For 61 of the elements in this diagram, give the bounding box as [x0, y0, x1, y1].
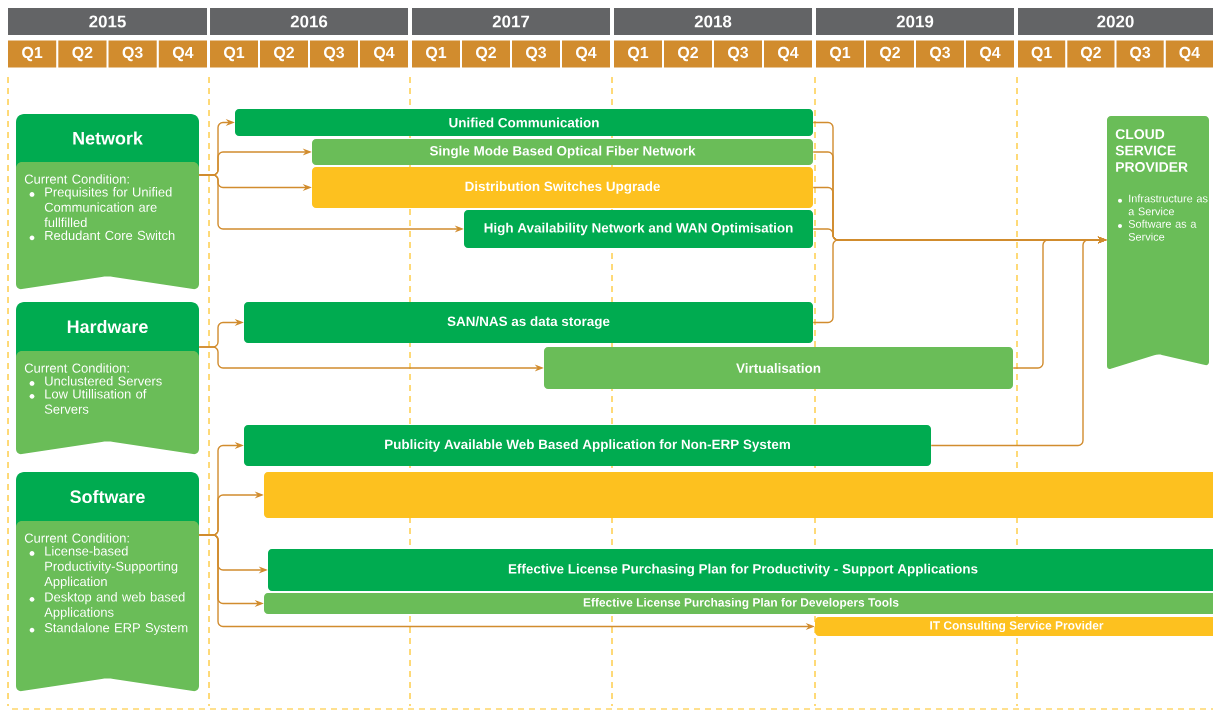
quarter-header: Q2 [260, 40, 308, 68]
quarter-header: Q2 [1067, 40, 1115, 68]
quarter-header: Q2 [58, 40, 107, 68]
bullet-item: Software as a Service [1118, 219, 1197, 241]
quarter-header: Q3 [108, 40, 157, 68]
timeline-bar [264, 472, 1213, 518]
condition-label: Current Condition: [24, 363, 129, 373]
quarter-header: Q2 [664, 40, 712, 68]
quarter-header: Q3 [1116, 40, 1164, 68]
timeline-bar: Unified Communication [235, 109, 813, 136]
quarter-header: Q4 [562, 40, 610, 68]
year-header: 2016 [210, 8, 408, 35]
timeline-bar: High Availability Network and WAN Optimisation [464, 210, 813, 248]
year-header: 2015 [8, 8, 207, 35]
quarter-header: Q3 [714, 40, 762, 68]
quarter-header: Q1 [1018, 40, 1066, 68]
timeline-bar: Single Mode Based Optical Fiber Network [312, 139, 813, 165]
bullet-item: License-based Productivity-Supporting Application [29, 546, 178, 589]
quarter-header: Q4 [158, 40, 207, 68]
timeline-bar: Publicity Available Web Based Application for Non-ERP System [244, 425, 931, 466]
timeline-bar: Virtualisation [544, 347, 1013, 389]
timeline-bar: SAN/NAS as data storage [244, 302, 813, 343]
quarter-header: Q3 [310, 40, 358, 68]
year-header: 2018 [614, 8, 812, 35]
timeline-bar: Effective License Purchasing Plan for Productivity - Support Applications [268, 549, 1213, 591]
quarter-header: Q2 [866, 40, 914, 68]
category-card [16, 302, 199, 455]
destination-card [1107, 116, 1209, 369]
category-card [16, 114, 199, 290]
quarter-header: Q3 [916, 40, 964, 68]
quarter-header: Q4 [1165, 40, 1213, 68]
bullet-item: Infrastructure as a Service [1118, 194, 1208, 216]
quarter-header: Q1 [412, 40, 460, 68]
year-header: 2020 [1018, 8, 1213, 35]
category-card [16, 472, 199, 692]
quarter-header: Q4 [764, 40, 812, 68]
quarter-header: Q1 [210, 40, 258, 68]
card-heading: Network [73, 131, 143, 145]
timeline-bar: Distribution Switches Upgrade [312, 167, 813, 208]
quarter-header: Q1 [614, 40, 662, 68]
card-heading: CLOUD SERVICE PROVIDER [1115, 129, 1188, 172]
quarter-header: Q1 [8, 40, 57, 68]
quarter-header: Q2 [462, 40, 510, 68]
bullet-item: Prequisites for Unified Communication are fullfilled [29, 187, 172, 228]
bullet-item: Unclustered Servers [29, 376, 162, 386]
timeline-bar: Effective License Purchasing Plan for Developers Tools [264, 593, 1213, 614]
quarter-header: Q4 [360, 40, 408, 68]
quarter-header: Q4 [966, 40, 1014, 68]
year-header: 2019 [816, 8, 1014, 35]
year-header: 2017 [412, 8, 610, 35]
bullet-item: Desktop and web based Applications [29, 592, 185, 620]
bullet-item: Low Utillisation of Servers [29, 389, 147, 414]
bullet-item: Standalone ERP System [29, 622, 188, 635]
card-heading: Software [70, 489, 145, 504]
timeline-bar: IT Consulting Service Provider [815, 617, 1213, 636]
quarter-header: Q3 [512, 40, 560, 68]
card-heading: Hardware [67, 319, 148, 334]
condition-label: Current Condition: [24, 174, 129, 184]
bullet-item: Redudant Core Switch [29, 230, 175, 241]
condition-label: Current Condition: [24, 533, 129, 543]
quarter-header: Q1 [816, 40, 864, 68]
